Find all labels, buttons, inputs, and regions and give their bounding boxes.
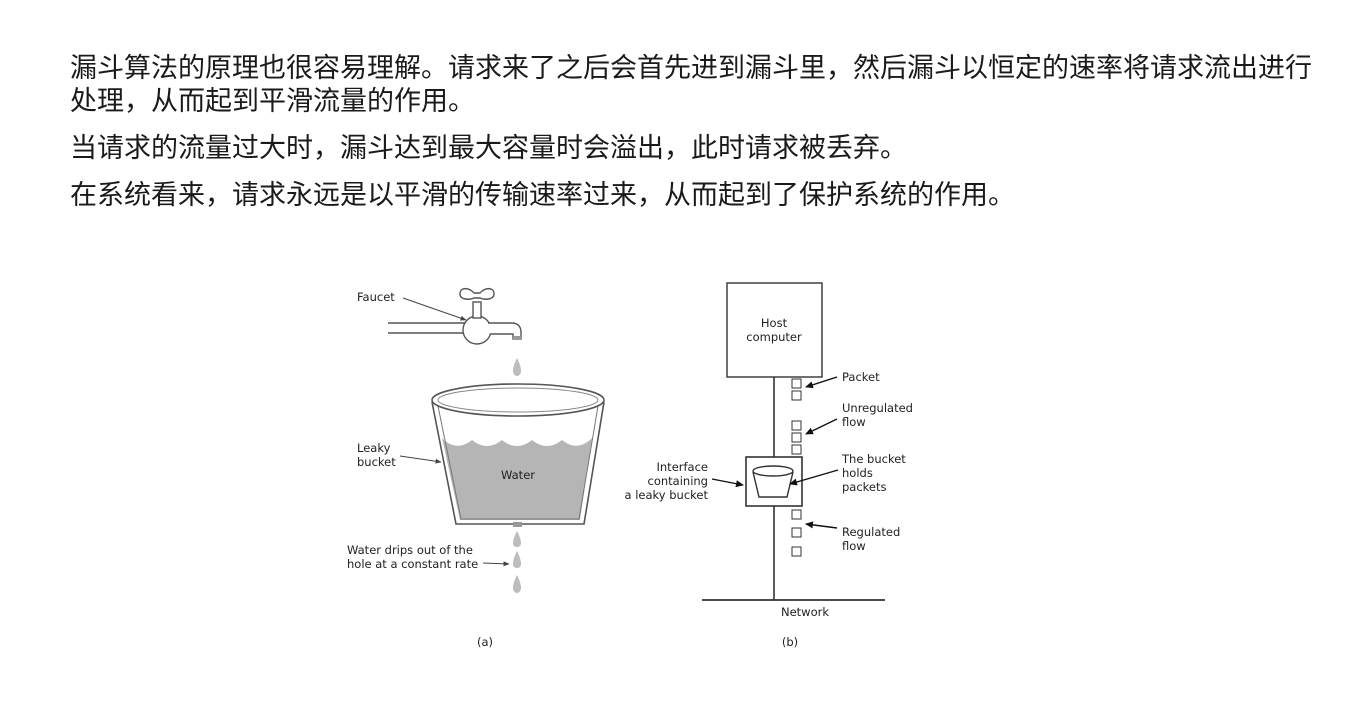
unregulated-label-line2: flow xyxy=(842,415,866,429)
bucket-label-line1: Leaky xyxy=(357,441,391,455)
water-drop-icon xyxy=(513,531,521,547)
interface-label-line2: containing xyxy=(648,474,708,488)
packet-square xyxy=(791,444,802,455)
drips-label-line2: hole at a constant rate xyxy=(347,557,478,571)
paragraph-overflow: 当请求的流量过大时，漏斗达到最大容量时会溢出，此时请求被丢弃。 xyxy=(70,133,907,164)
regulated-label-line1: Regulated xyxy=(842,525,900,539)
packet-square xyxy=(791,432,802,443)
small-bucket-icon xyxy=(752,465,794,498)
water-drop-icon xyxy=(513,575,521,593)
holds-label-line1: The bucket xyxy=(841,452,906,466)
network-label: Network xyxy=(781,605,829,619)
packet-square xyxy=(791,527,802,538)
paragraph-principle: 漏斗算法的原理也很容易理解。请求来了之后会首先进到漏斗里，然后漏斗以恒定的速率将… xyxy=(70,53,1312,117)
bucket-icon xyxy=(431,383,605,527)
packet-label: Packet xyxy=(842,370,880,384)
water-drop-icon xyxy=(513,358,521,376)
water-drop-icon xyxy=(513,551,521,568)
packet-square xyxy=(791,509,802,520)
figure-a: Faucet Leaky bucket Water Water drips ou… xyxy=(347,287,605,649)
interface-arrow xyxy=(711,478,744,488)
caption-b: (b) xyxy=(782,635,798,649)
explanation-text: 漏斗算法的原理也很容易理解。请求来了之后会首先进到漏斗里，然后漏斗以恒定的速率将… xyxy=(70,52,1330,226)
host-label-line1: Host xyxy=(761,316,788,330)
bucket-label-line2: bucket xyxy=(357,455,396,469)
packet-square xyxy=(791,420,802,431)
faucet-arrow xyxy=(402,297,467,321)
figure-b: Host computer Network xyxy=(625,282,913,649)
bucket-holds-arrow xyxy=(789,469,839,486)
bucket-arrow xyxy=(399,455,442,464)
regulated-arrow xyxy=(805,521,838,529)
holds-label-line3: packets xyxy=(842,480,887,494)
host-label-line2: computer xyxy=(746,330,802,344)
packet-square xyxy=(791,390,802,401)
holds-label-line2: holds xyxy=(842,466,873,480)
drips-arrow xyxy=(482,561,510,567)
unregulated-label-line1: Unregulated xyxy=(842,401,913,415)
drips-label-line1: Water drips out of the xyxy=(347,543,473,557)
packet-arrow xyxy=(805,376,838,389)
packets-regulated xyxy=(791,509,802,557)
faucet-icon xyxy=(388,287,522,345)
caption-a: (a) xyxy=(477,635,493,649)
packet-square xyxy=(791,378,802,389)
packets-unregulated xyxy=(791,378,802,455)
water-label: Water xyxy=(501,468,535,482)
faucet-label: Faucet xyxy=(357,290,395,304)
paragraph-smooth-rate: 在系统看来，请求永远是以平滑的传输速率过来，从而起到了保护系统的作用。 xyxy=(70,180,1015,211)
host-computer-box xyxy=(726,282,823,378)
unregulated-arrow xyxy=(805,418,838,435)
interface-label-line1: Interface xyxy=(657,460,709,474)
packet-square xyxy=(791,546,802,557)
regulated-label-line2: flow xyxy=(842,539,866,553)
interface-label-line3: a leaky bucket xyxy=(625,488,709,502)
